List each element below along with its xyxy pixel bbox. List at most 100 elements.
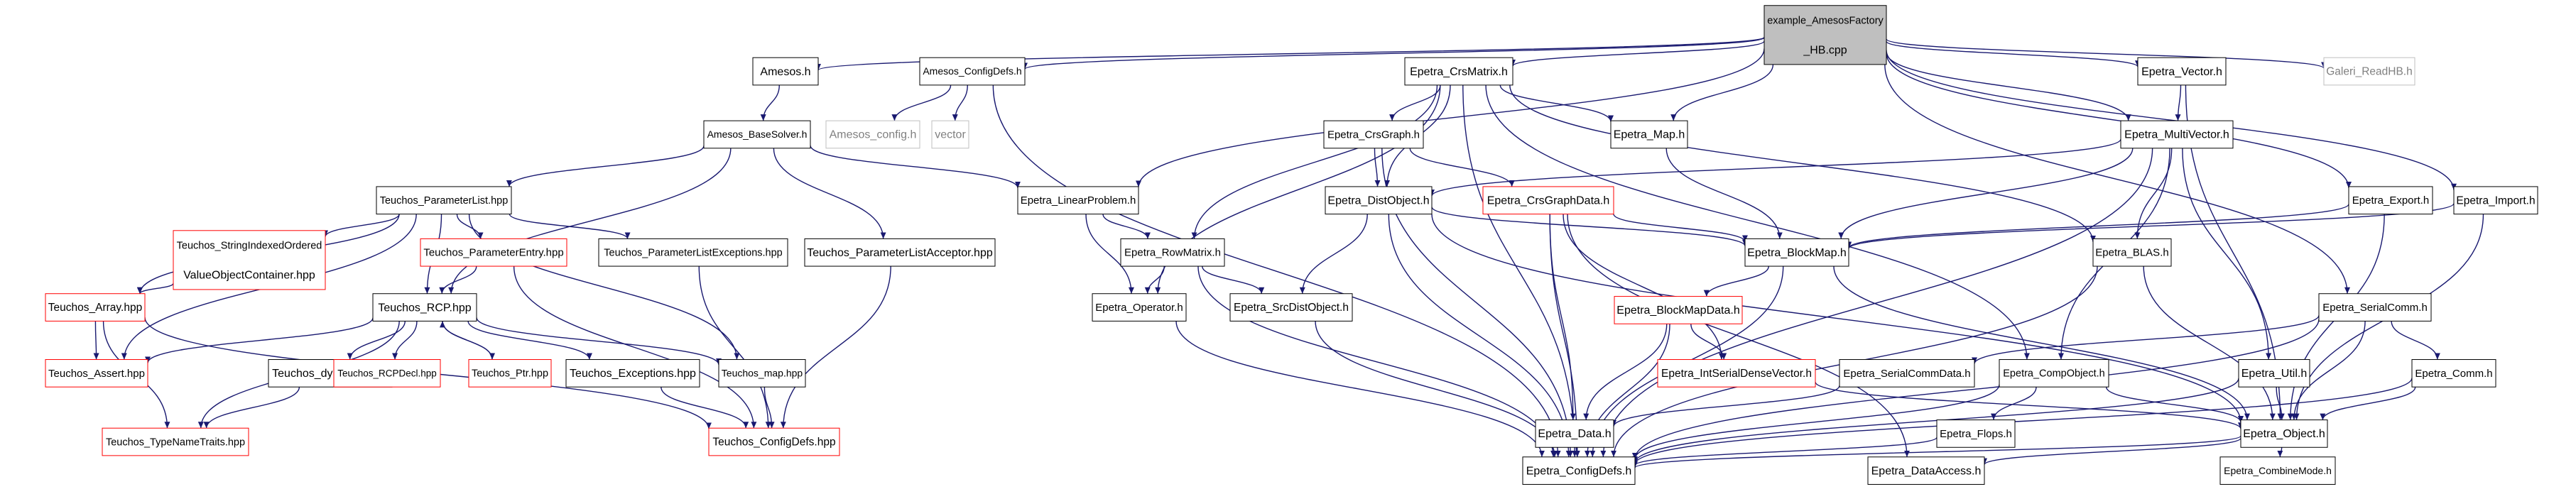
node-epetra_multivector[interactable]: Epetra_MultiVector.h	[2120, 120, 2234, 149]
node-galeri_readhb[interactable]: Galeri_ReadHB.h	[2323, 57, 2415, 86]
node-epetra_compobject[interactable]: Epetra_CompObject.h	[1999, 359, 2109, 388]
node-epetra_configdefs[interactable]: Epetra_ConfigDefs.h	[1522, 456, 1636, 485]
node-amesos_basesolver[interactable]: Amesos_BaseSolver.h	[703, 120, 811, 149]
edge-epetra_crsmatrix-to-epetra_configdefs	[1462, 84, 1578, 457]
node-teuchos_ptr[interactable]: Teuchos_Ptr.hpp	[468, 359, 552, 388]
node-label-epetra_export: Epetra_Export.h	[2352, 194, 2429, 207]
node-teuchos_typenametraits[interactable]: Teuchos_TypeNameTraits.hpp	[102, 427, 249, 456]
edge-epetra_distobject-to-epetra_srcdistobject	[1299, 214, 1368, 294]
node-label-epetra_serialcomm: Epetra_SerialComm.h	[2322, 302, 2428, 314]
node-epetra_crsmatrix[interactable]: Epetra_CrsMatrix.h	[1404, 57, 1513, 86]
node-label-galeri_readhb: Galeri_ReadHB.h	[2326, 66, 2412, 78]
node-label-teuchos_parameterentry: Teuchos_ParameterEntry.hpp	[423, 247, 563, 259]
edge-epetra_crsgraphdata-to-epetra_dataaccess	[1567, 214, 1910, 457]
edge-epetra_rowmatrix-to-epetra_srcdistobject	[1202, 265, 1265, 294]
node-box-teuchos_configdefs	[708, 427, 840, 456]
node-epetra_blockmapdata[interactable]: Epetra_BlockMapData.h	[1614, 296, 1743, 324]
node-box-teuchos_parameterlistexceptions	[598, 238, 788, 267]
node-epetra_comm[interactable]: Epetra_Comm.h	[2411, 359, 2496, 388]
node-epetra_object[interactable]: Epetra_Object.h	[2240, 419, 2328, 448]
edge-epetra_object-to-epetra_configdefs	[1632, 435, 2241, 468]
edge-teuchos_parameterlist-to-teuchos_stringindexed	[322, 214, 400, 237]
node-label-epetra_comm: Epetra_Comm.h	[2415, 368, 2492, 380]
edge-epetra_comm-to-epetra_configdefs	[1632, 378, 2413, 465]
node-box-epetra_export	[2348, 186, 2433, 215]
edge-teuchos_parameterlist-to-teuchos_parameterentry	[456, 214, 484, 239]
node-epetra_map[interactable]: Epetra_Map.h	[1610, 120, 1688, 149]
node-label-teuchos_assert: Teuchos_Assert.hpp	[48, 368, 145, 380]
node-amesos_config[interactable]: Amesos_config.h	[825, 120, 920, 149]
edge-epetra_srcdistobject-to-epetra_configdefs	[1315, 321, 1558, 457]
node-teuchos_parameterlist[interactable]: Teuchos_ParameterList.hpp	[376, 186, 512, 215]
node-teuchos_map[interactable]: Teuchos_map.hpp	[718, 359, 806, 388]
edge-epetra_crsmatrix-to-epetra_map	[1499, 84, 1614, 122]
edge-epetra_multivector-to-epetra_distobject	[1429, 138, 2121, 197]
edge-epetra_blockmap-to-epetra_blockmapdata	[1703, 265, 1769, 297]
edge-teuchos_parameterentry-to-teuchos_configdefs	[513, 266, 757, 429]
node-box-teuchos_parameterlist	[376, 186, 512, 215]
node-box-teuchos_rcpdecl	[333, 359, 441, 388]
edge-teuchos_parameterentry-to-teuchos_rcp	[439, 265, 477, 294]
node-epetra_flops[interactable]: Epetra_Flops.h	[1936, 419, 2016, 448]
node-epetra_linearproblem[interactable]: Epetra_LinearProblem.h	[1017, 186, 1139, 215]
node-epetra_vector[interactable]: Epetra_Vector.h	[2137, 57, 2227, 86]
node-teuchos_rcpdecl[interactable]: Teuchos_RCPDecl.hpp	[333, 359, 441, 388]
edge-epetra_compobject-to-epetra_configdefs	[1632, 384, 2000, 460]
node-label-epetra_blockmap: Epetra_BlockMap.h	[1747, 247, 1847, 259]
edge-epetra_intserialdensevector-to-epetra_object	[1815, 381, 2244, 429]
node-teuchos_parameterentry[interactable]: Teuchos_ParameterEntry.hpp	[420, 238, 567, 267]
node-label-epetra_linearproblem: Epetra_LinearProblem.h	[1021, 194, 1136, 207]
node-teuchos_configdefs[interactable]: Teuchos_ConfigDefs.hpp	[708, 427, 840, 456]
edge-root-to-epetra_serialcomm	[1884, 64, 2350, 294]
node-epetra_rowmatrix[interactable]: Epetra_RowMatrix.h	[1120, 238, 1225, 267]
node-vector[interactable]: vector	[931, 120, 969, 149]
node-epetra_dataaccess[interactable]: Epetra_DataAccess.h	[1867, 456, 1985, 485]
edge-teuchos_ptr-to-teuchos_rcp	[440, 321, 493, 360]
node-box-epetra_combinemode	[2219, 456, 2336, 485]
node-teuchos_assert[interactable]: Teuchos_Assert.hpp	[45, 359, 148, 388]
node-box-teuchos_parameterlistacceptor	[804, 238, 996, 267]
node-epetra_blockmap[interactable]: Epetra_BlockMap.h	[1744, 238, 1849, 267]
node-label-epetra_object: Epetra_Object.h	[2243, 428, 2325, 440]
node-epetra_serialcommdata[interactable]: Epetra_SerialCommData.h	[1839, 359, 1975, 388]
node-box-amesos_configdefs	[919, 57, 1026, 86]
node-label-teuchos_parameterlistacceptor: Teuchos_ParameterListAcceptor.hpp	[807, 247, 993, 259]
node-epetra_data[interactable]: Epetra_Data.h	[1535, 419, 1614, 448]
node-epetra_distobject[interactable]: Epetra_DistObject.h	[1325, 186, 1433, 215]
node-label-teuchos_stringindexed: Teuchos_StringIndexedOrdered	[177, 240, 322, 251]
node-amesos_configdefs[interactable]: Amesos_ConfigDefs.h	[919, 57, 1026, 86]
node-epetra_combinemode[interactable]: Epetra_CombineMode.h	[2219, 456, 2336, 485]
node-label-epetra_rowmatrix: Epetra_RowMatrix.h	[1124, 247, 1221, 259]
node-label-teuchos_parameterlistexceptions: Teuchos_ParameterListExceptions.hpp	[604, 248, 782, 259]
node-label-teuchos_parameterlist: Teuchos_ParameterList.hpp	[380, 195, 509, 207]
node-label-epetra_import: Epetra_Import.h	[2456, 194, 2535, 207]
node-amesos_h[interactable]: Amesos.h	[752, 57, 819, 86]
node-label-teuchos_exceptions: Teuchos_Exceptions.hpp	[570, 368, 696, 380]
node-epetra_crsgraphdata[interactable]: Epetra_CrsGraphData.h	[1482, 186, 1614, 215]
node-epetra_import[interactable]: Epetra_Import.h	[2453, 186, 2538, 215]
node-epetra_export[interactable]: Epetra_Export.h	[2348, 186, 2433, 215]
edge-teuchos_exceptions-to-teuchos_configdefs	[661, 387, 749, 429]
edge-amesos_configdefs-to-vector	[952, 84, 968, 121]
node-epetra_operator[interactable]: Epetra_Operator.h	[1092, 293, 1187, 322]
edge-teuchos_parameterlistexceptions-to-teuchos_configdefs	[698, 266, 771, 429]
node-teuchos_rcp[interactable]: Teuchos_RCP.hpp	[372, 293, 477, 322]
node-epetra_blas[interactable]: Epetra_BLAS.h	[2092, 238, 2172, 267]
node-teuchos_array[interactable]: Teuchos_Array.hpp	[45, 293, 146, 322]
edge-epetra_crsmatrix-to-epetra_crsgraph	[1389, 84, 1441, 121]
node-epetra_serialcomm[interactable]: Epetra_SerialComm.h	[2318, 293, 2432, 322]
node-epetra_crsgraph[interactable]: Epetra_CrsGraph.h	[1323, 120, 1424, 149]
edge-epetra_blockmapdata-to-epetra_data	[1583, 324, 1668, 420]
node-epetra_srcdistobject[interactable]: Epetra_SrcDistObject.h	[1229, 293, 1353, 322]
node-teuchos_exceptions[interactable]: Teuchos_Exceptions.hpp	[565, 359, 700, 388]
edge-amesos_basesolver-to-teuchos_rcp	[448, 148, 732, 294]
edge-epetra_crsgraphdata-to-epetra_blockmap	[1613, 214, 1748, 242]
node-teuchos_parameterlistexceptions[interactable]: Teuchos_ParameterListExceptions.hpp	[598, 238, 788, 267]
node-epetra_util[interactable]: Epetra_Util.h	[2238, 359, 2310, 388]
edge-epetra_multivector-to-epetra_util	[2182, 148, 2272, 360]
node-teuchos_stringindexed[interactable]: Teuchos_StringIndexedOrderedValueObjectC…	[173, 230, 326, 290]
node-teuchos_parameterlistacceptor[interactable]: Teuchos_ParameterListAcceptor.hpp	[804, 238, 996, 267]
edge-epetra_rowmatrix-to-epetra_operator	[1144, 266, 1165, 294]
node-epetra_intserialdensevector[interactable]: Epetra_IntSerialDenseVector.h	[1657, 359, 1816, 388]
node-label-epetra_distobject: Epetra_DistObject.h	[1327, 194, 1429, 207]
